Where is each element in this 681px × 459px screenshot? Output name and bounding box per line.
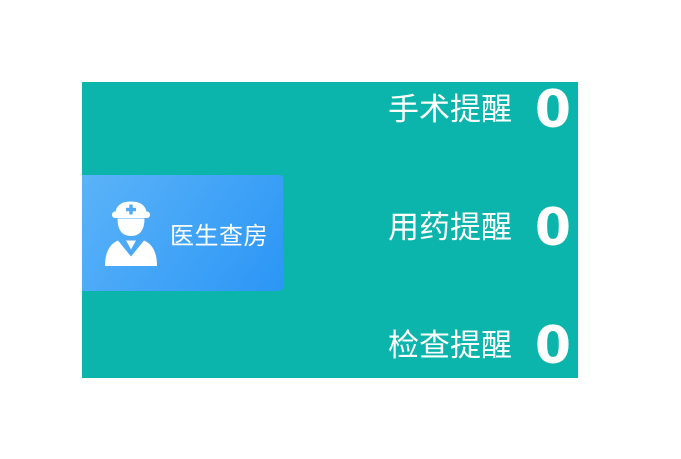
medication-reminder-row[interactable]: 用药提醒 0: [388, 198, 573, 258]
examination-reminder-count: 0: [534, 316, 572, 376]
surgery-reminder-label: 手术提醒: [388, 92, 512, 127]
medication-reminder-count: 0: [534, 198, 572, 258]
examination-reminder-row[interactable]: 检查提醒 0: [388, 316, 573, 376]
medication-reminder-label: 用药提醒: [388, 210, 512, 245]
examination-reminder-label: 检查提醒: [388, 328, 512, 363]
status-panel: 医生查房 手术提醒 0 用药提醒 0 检查提醒 0: [82, 82, 578, 378]
doctor-rounds-card[interactable]: 医生查房: [82, 175, 283, 291]
surgery-reminder-count: 0: [534, 80, 572, 140]
doctor-icon: [105, 201, 157, 266]
doctor-rounds-label: 医生查房: [170, 222, 268, 250]
reminder-list: 手术提醒 0 用药提醒 0 检查提醒 0: [388, 82, 573, 378]
surgery-reminder-row[interactable]: 手术提醒 0: [388, 80, 573, 140]
